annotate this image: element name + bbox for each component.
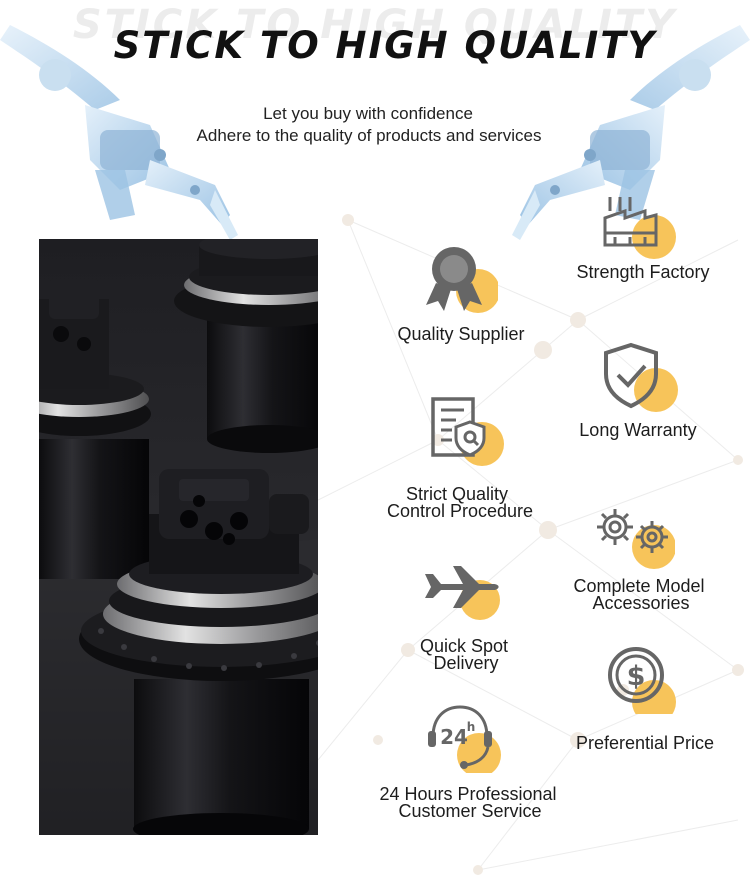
page-title: STICK TO HIGH QUALITY: [113, 24, 657, 67]
feature-label-complete-model-line-1: Complete Model: [573, 576, 705, 596]
24h-icon-sup: h: [467, 720, 476, 734]
feature-label-strict-quality-line-2: Control Procedure: [386, 501, 534, 521]
gears-icon: [597, 509, 675, 569]
travel-motor-product-photo: [39, 239, 318, 835]
24h-headset-icon: 24 h: [428, 705, 501, 773]
feature-label-strict-quality-line-1: Strict Quality: [405, 484, 509, 504]
award-ribbon-icon: [426, 247, 498, 313]
feature-label-strength-factory: Strength Factory: [576, 262, 710, 282]
feature-label-long-warranty: Long Warranty: [579, 420, 697, 440]
background-network-pattern: [318, 214, 744, 875]
feature-label-quick-spot-line-2: Delivery: [433, 653, 499, 673]
robot-arm-left-illustration: [0, 25, 238, 240]
24h-icon-text: 24: [440, 725, 468, 749]
subtitle-line-1: Let you buy with confidence: [263, 104, 473, 123]
svg-text:$: $: [627, 661, 646, 692]
subtitle-line-2: Adhere to the quality of products and se…: [196, 126, 542, 145]
document-inspect-icon: [431, 397, 504, 466]
title-shadow: STICK TO HIGH QUALITY: [72, 2, 678, 48]
shield-check-icon: [604, 342, 678, 412]
feature-label-quality-supplier: Quality Supplier: [397, 324, 525, 344]
robot-arm-right-illustration: [512, 25, 750, 240]
dollar-coin-icon: $: [608, 647, 676, 714]
feature-label-customer-service-line-2: Customer Service: [398, 801, 542, 821]
feature-label-complete-model-line-2: Accessories: [592, 593, 690, 613]
factory-icon: [603, 197, 676, 259]
feature-label-preferential-price: Preferential Price: [575, 733, 715, 753]
airplane-icon: [425, 566, 500, 620]
feature-label-customer-service-line-1: 24 Hours Professional: [379, 784, 557, 804]
feature-label-quick-spot-line-1: Quick Spot: [419, 636, 509, 656]
